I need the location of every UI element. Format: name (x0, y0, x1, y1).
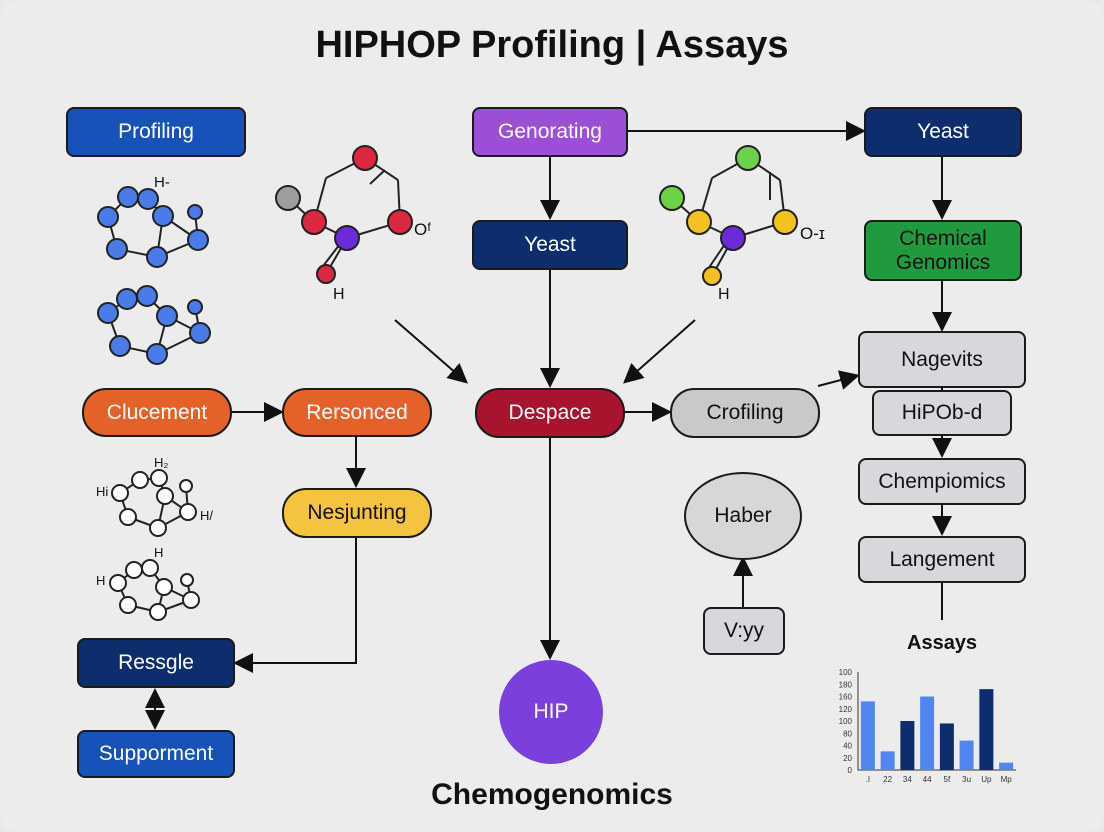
molecule-left-top (97, 186, 209, 268)
node-hipob-d[interactable]: HiPOb-d (872, 390, 1012, 436)
molecule-left-lower (111, 469, 197, 537)
molecule-left-second (97, 285, 211, 365)
molecule-label-h: H₂ (154, 455, 169, 470)
molecule-label-o: O-ɪ (800, 224, 825, 243)
y-tick-label: 80 (843, 729, 852, 738)
arrow-molleft-despace (394, 319, 469, 384)
y-tick-label: 100 (839, 717, 853, 726)
y-tick-label: 120 (839, 705, 853, 714)
node-profiling[interactable]: Profiling (66, 107, 246, 157)
molecule-label-hi: Hi (96, 484, 109, 499)
molecule-label-h: H (96, 573, 106, 588)
x-tick-label: 34 (903, 775, 912, 784)
arrow-molright-despace (623, 319, 696, 384)
arrow-crofiling-nagevits (817, 370, 860, 390)
chart-bar (920, 696, 935, 770)
node-yeast-top[interactable]: Yeast (864, 107, 1022, 157)
y-tick-label: 40 (843, 742, 852, 751)
arrow-nesjunting-ressgle (233, 538, 357, 673)
y-tick-label: 0 (848, 766, 853, 775)
node-ressgle[interactable]: Ressgle (77, 638, 235, 688)
x-tick-label: 22 (883, 775, 892, 784)
molecule-label-h: H/ (200, 508, 213, 523)
node-despace[interactable]: Despace (475, 388, 625, 438)
chart-bar (999, 762, 1014, 770)
chart-bar (860, 701, 875, 770)
x-tick-label: 3u (962, 775, 971, 784)
chart-bar (900, 721, 915, 770)
node-clucement[interactable]: Clucement (82, 388, 232, 437)
node-nesjunting[interactable]: Nesjunting (282, 488, 432, 538)
node-chemical-genomics[interactable]: Chemical Genomics (864, 220, 1022, 281)
node-hip[interactable]: HIP (499, 660, 603, 764)
x-tick-label: 44 (923, 775, 932, 784)
molecule-label-h: H (333, 286, 345, 303)
chart-bar (979, 689, 994, 770)
x-tick-label: .I (866, 775, 870, 784)
x-tick-label: Mp (1001, 775, 1013, 784)
chart-bar (939, 723, 954, 770)
node-nagevits[interactable]: Nagevits (858, 331, 1026, 388)
molecule-label-h: H- (154, 174, 170, 191)
molecule-label-h: H (718, 286, 730, 303)
diagram-title: HIPHOP Profiling | Assays (315, 24, 789, 66)
node-yeast-mid[interactable]: Yeast (472, 220, 628, 270)
footer-title: Chemogenomics (431, 778, 673, 811)
molecule-left-bottom (109, 559, 200, 621)
node-crofiling[interactable]: Crofiling (670, 388, 820, 438)
y-tick-label: 160 (839, 693, 853, 702)
node-supporment[interactable]: Supporment (77, 730, 235, 778)
chart-bar (880, 751, 895, 770)
node-langement[interactable]: Langement (858, 536, 1026, 583)
y-tick-label: 180 (839, 680, 853, 689)
node-chempiomics[interactable]: Chempiomics (858, 458, 1026, 505)
molecule-center-left (275, 145, 413, 284)
molecule-label-o: Oᶠ (414, 220, 432, 239)
node-haber[interactable]: Haber (684, 472, 802, 560)
assays-label: Assays (907, 632, 978, 654)
node-vyy[interactable]: V:yy (703, 607, 785, 655)
node-genorating[interactable]: Genorating (472, 107, 628, 157)
x-tick-label: 5f (944, 775, 951, 784)
y-tick-label: 100 (839, 668, 853, 677)
node-rersonced[interactable]: Rersonced (282, 388, 432, 437)
molecule-center-right (659, 145, 798, 286)
x-tick-label: Up (981, 775, 992, 784)
y-tick-label: 20 (843, 754, 852, 763)
molecule-label-h: H (154, 545, 164, 560)
chart-bar (959, 740, 974, 770)
